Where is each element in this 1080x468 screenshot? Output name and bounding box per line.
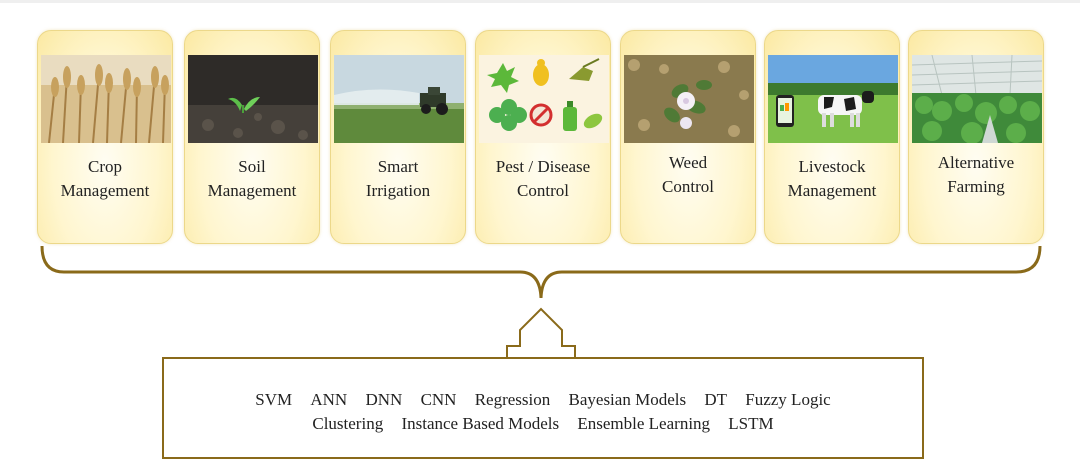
domain-card-weed-control: Weed Control	[620, 30, 756, 244]
domain-title-line1: Alternative	[937, 153, 1015, 172]
domain-card-smart-irrigation: Smart Irrigation	[330, 30, 466, 244]
domain-title: Soil Management	[189, 155, 315, 203]
domain-title: Alternative Farming	[913, 151, 1039, 199]
model-label: Ensemble Learning	[577, 414, 711, 433]
curly-brace	[40, 245, 1042, 299]
domain-title-line1: Livestock	[798, 157, 866, 176]
models-row-1: SVM ANN DNN CNN Regression Bayesian Mode…	[164, 390, 922, 410]
tractor-spraying-photo	[334, 55, 464, 143]
domain-title-line2: Management	[60, 181, 150, 200]
top-divider	[0, 0, 1080, 3]
domain-title-line2: Farming	[947, 177, 1005, 196]
model-label: DT	[704, 390, 728, 409]
seedling-soil-photo	[188, 55, 318, 143]
model-label: Fuzzy Logic	[745, 390, 831, 409]
model-label: SVM	[255, 390, 293, 409]
domain-title: Smart Irrigation	[335, 155, 461, 203]
domain-card-pest-disease-control: Pest / Disease Control	[475, 30, 611, 244]
pest-disease-icons	[479, 55, 609, 143]
wheat-field-photo	[41, 55, 171, 143]
model-label: Bayesian Models	[568, 390, 687, 409]
domain-title: Pest / Disease Control	[480, 155, 606, 203]
domain-title: Crop Management	[42, 155, 168, 203]
application-domains: Crop Management Soil Management	[37, 30, 1044, 244]
domain-title: Livestock Management	[769, 155, 895, 203]
up-arrow	[506, 307, 576, 357]
model-label: LSTM	[728, 414, 774, 433]
domain-title-line2: Control	[662, 177, 714, 196]
domain-title-line1: Pest / Disease	[495, 157, 591, 176]
models-row-2: Clustering Instance Based Models Ensembl…	[164, 414, 922, 434]
ml-models-box: SVM ANN DNN CNN Regression Bayesian Mode…	[162, 357, 924, 459]
domain-title: Weed Control	[625, 151, 751, 199]
cow-smartphone-photo	[768, 55, 898, 143]
domain-title-line1: Soil	[238, 157, 266, 176]
model-label: CNN	[420, 390, 457, 409]
domain-title-line1: Crop	[88, 157, 122, 176]
domain-title-line1: Weed	[668, 153, 708, 172]
model-label: DNN	[365, 390, 403, 409]
model-label: Regression	[474, 390, 551, 409]
domain-title-line1: Smart	[377, 157, 419, 176]
model-label: ANN	[310, 390, 348, 409]
domain-title-line2: Management	[207, 181, 297, 200]
domain-title-line2: Control	[517, 181, 569, 200]
weed-flower-photo	[624, 55, 754, 143]
domain-card-crop-management: Crop Management	[37, 30, 173, 244]
domain-card-alternative-farming: Alternative Farming	[908, 30, 1044, 244]
domain-card-soil-management: Soil Management	[184, 30, 320, 244]
model-label: Clustering	[312, 414, 384, 433]
domain-card-livestock-management: Livestock Management	[764, 30, 900, 244]
domain-title-line2: Irrigation	[365, 181, 431, 200]
greenhouse-photo	[912, 55, 1042, 143]
domain-title-line2: Management	[787, 181, 877, 200]
model-label: Instance Based Models	[401, 414, 560, 433]
